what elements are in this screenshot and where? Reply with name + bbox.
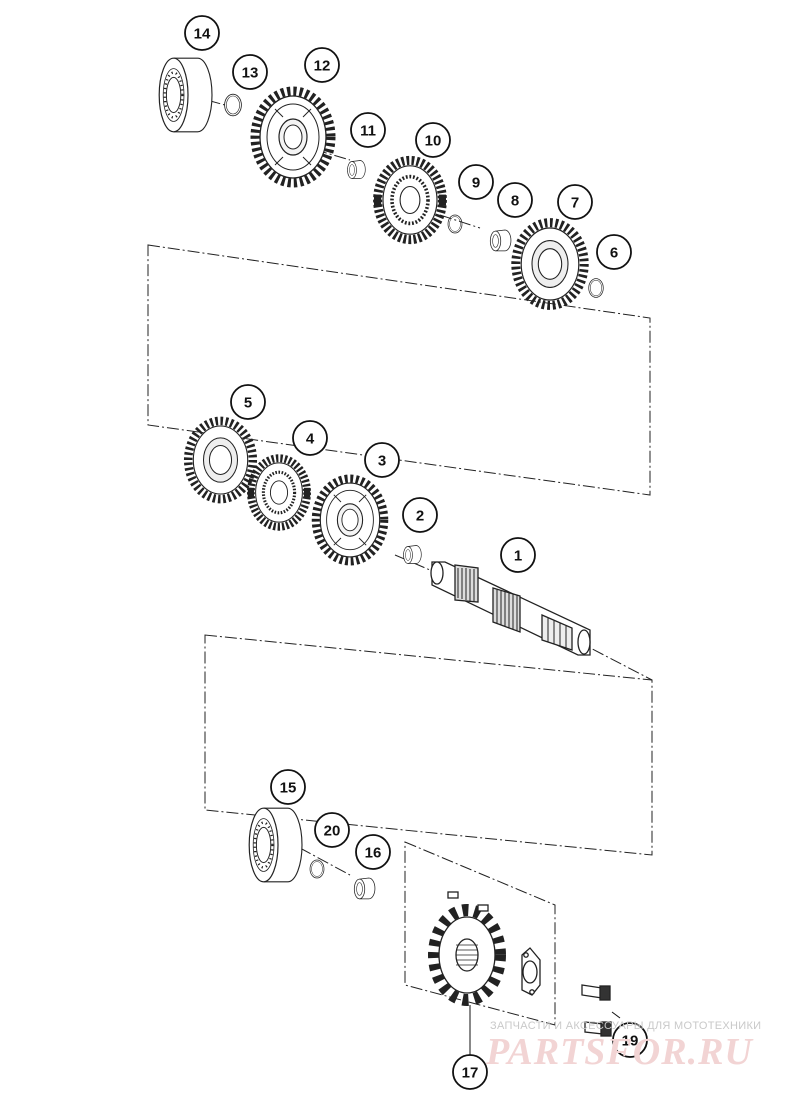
circlip-20 (309, 859, 325, 879)
callout-circle (184, 15, 220, 51)
callout-7: 7 (557, 184, 593, 220)
callout-label: 11 (360, 123, 376, 140)
callout-circle (232, 54, 268, 90)
callout-circle (304, 47, 340, 83)
callout-8: 8 (497, 182, 533, 218)
callout-label: 10 (425, 133, 442, 150)
callout-label: 7 (571, 195, 579, 212)
callout-label: 2 (416, 508, 424, 525)
callout-4: 4 (292, 420, 328, 456)
callout-12: 12 (304, 47, 340, 83)
callout-label: 19 (622, 1033, 639, 1050)
sprocket-17 (428, 891, 506, 1006)
callout-circle (230, 384, 266, 420)
callout-circle (355, 834, 391, 870)
callout-circle (415, 122, 451, 158)
callout-13: 13 (232, 54, 268, 90)
bearing-14 (157, 57, 214, 134)
callout-circle (458, 164, 494, 200)
callout-19: 19 (612, 1022, 648, 1058)
callout-10: 10 (415, 122, 451, 158)
bushing-16 (353, 877, 376, 900)
screws-19 (581, 984, 612, 1037)
callout-label: 6 (610, 245, 618, 262)
callout-label: 16 (365, 845, 382, 862)
circlip-9 (447, 214, 463, 234)
callout-circle (314, 812, 350, 848)
callout-6: 6 (596, 234, 632, 270)
callout-11: 11 (350, 112, 386, 148)
callout-5: 5 (230, 384, 266, 420)
callout-label: 15 (280, 780, 297, 797)
watermark-logo: PARTSFOR.RU (486, 1031, 753, 1073)
callout-1: 1 (500, 537, 536, 573)
gear-7 (516, 223, 584, 306)
callout-circle (270, 769, 306, 805)
bushing-8 (489, 229, 512, 252)
callout-3: 3 (364, 442, 400, 478)
callout-circle (292, 420, 328, 456)
bushing-11 (347, 160, 366, 179)
callout-circle (596, 234, 632, 270)
bushing-2 (403, 545, 422, 564)
bearing-15 (247, 806, 304, 884)
callout-circle (500, 537, 536, 573)
callout-16: 16 (355, 834, 391, 870)
callout-20: 20 (314, 812, 350, 848)
callout-circle (557, 184, 593, 220)
callout-circle (497, 182, 533, 218)
gear-3 (316, 479, 384, 562)
callout-label: 4 (306, 431, 315, 448)
gear-10 (374, 160, 446, 239)
gear-12 (255, 91, 331, 183)
callout-circle (452, 1054, 488, 1090)
callout-15: 15 (270, 769, 306, 805)
leader-lines (469, 1005, 621, 1055)
callout-label: 12 (314, 58, 331, 75)
callout-label: 1 (514, 548, 522, 565)
callout-circle (612, 1022, 648, 1058)
callout-label: 3 (378, 453, 386, 470)
washer-6 (588, 278, 604, 298)
gear-5 (188, 421, 253, 499)
callout-17: 17 (452, 1054, 488, 1090)
washer-13 (224, 93, 242, 117)
gear-4 (248, 458, 310, 527)
callout-label: 20 (324, 823, 341, 840)
callout-label: 14 (194, 26, 211, 43)
callout-label: 8 (511, 193, 519, 210)
guide-lines (147, 89, 653, 1026)
lock-plate (521, 947, 541, 996)
callout-label: 17 (462, 1065, 479, 1082)
callout-circle (402, 497, 438, 533)
callout-2: 2 (402, 497, 438, 533)
callout-label: 13 (242, 65, 259, 82)
callout-14: 14 (184, 15, 220, 51)
watermark-caption: ЗАПЧАСТИ И АКСЕССУАРЫ ДЛЯ МОТОТЕХНИКИ (490, 1020, 762, 1032)
countershaft-1 (430, 561, 591, 656)
callout-label: 9 (472, 175, 480, 192)
callout-9: 9 (458, 164, 494, 200)
callout-label: 5 (244, 395, 252, 412)
callout-circle (364, 442, 400, 478)
callout-circle (350, 112, 386, 148)
